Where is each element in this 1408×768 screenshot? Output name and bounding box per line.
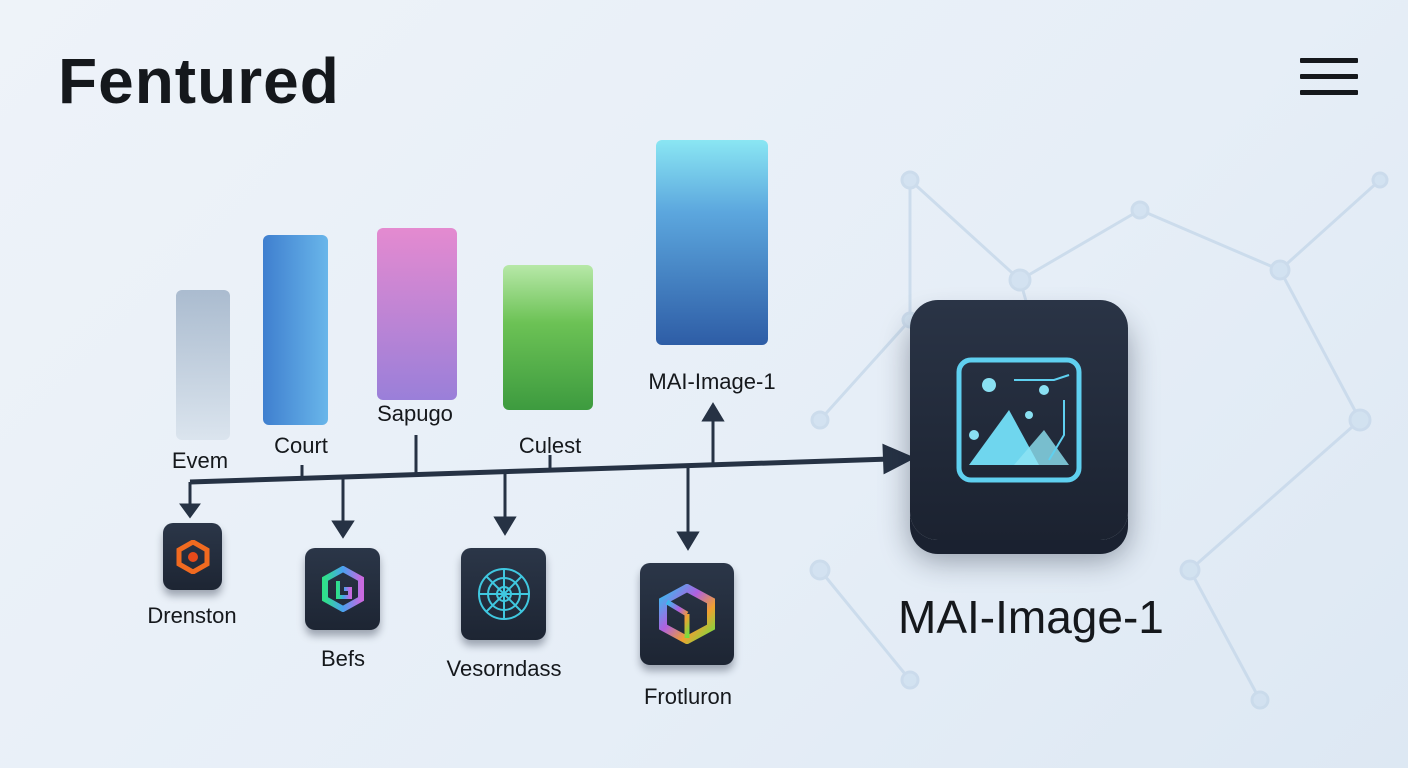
- tile-label-befs: Befs: [320, 646, 366, 671]
- network-background: [809, 170, 1389, 710]
- evem-model-block: [176, 290, 230, 440]
- model-label-sapugo: Sapugo: [377, 401, 453, 426]
- model-label-mai-image-1: MAI-Image-1: [648, 369, 776, 394]
- tile-label-frotluron: Frotluron: [643, 684, 733, 709]
- model-label-evem: Evem: [171, 448, 229, 473]
- befs-tile[interactable]: [305, 548, 380, 630]
- frotluron-tile[interactable]: [640, 563, 734, 665]
- model-label-court: Court: [274, 433, 328, 458]
- vesorndass-tile[interactable]: [461, 548, 546, 640]
- hamburger-menu-icon[interactable]: [1300, 58, 1358, 96]
- drenston-tile[interactable]: [163, 523, 222, 590]
- gradient-hexagon-g-icon: [321, 566, 364, 612]
- tile-label-drenston: Drenston: [147, 603, 237, 628]
- culest-model-block: [503, 265, 593, 410]
- cyan-network-circle-icon: [477, 568, 530, 620]
- sapugo-model-block: [377, 228, 457, 400]
- featured-model-label: MAI-Image-1: [898, 591, 1164, 643]
- page-title: Fentured: [58, 45, 340, 117]
- featured-model-card[interactable]: [910, 300, 1128, 540]
- court-model-block: [263, 235, 328, 425]
- tile-label-vesorndass: Vesorndass: [446, 656, 562, 681]
- rainbow-cube-icon: [659, 584, 715, 644]
- orange-hexagon-icon: [176, 539, 209, 574]
- mai-image-1-model-block: [656, 140, 768, 345]
- image-mountain-icon: [956, 357, 1082, 483]
- model-label-culest: Culest: [518, 433, 582, 458]
